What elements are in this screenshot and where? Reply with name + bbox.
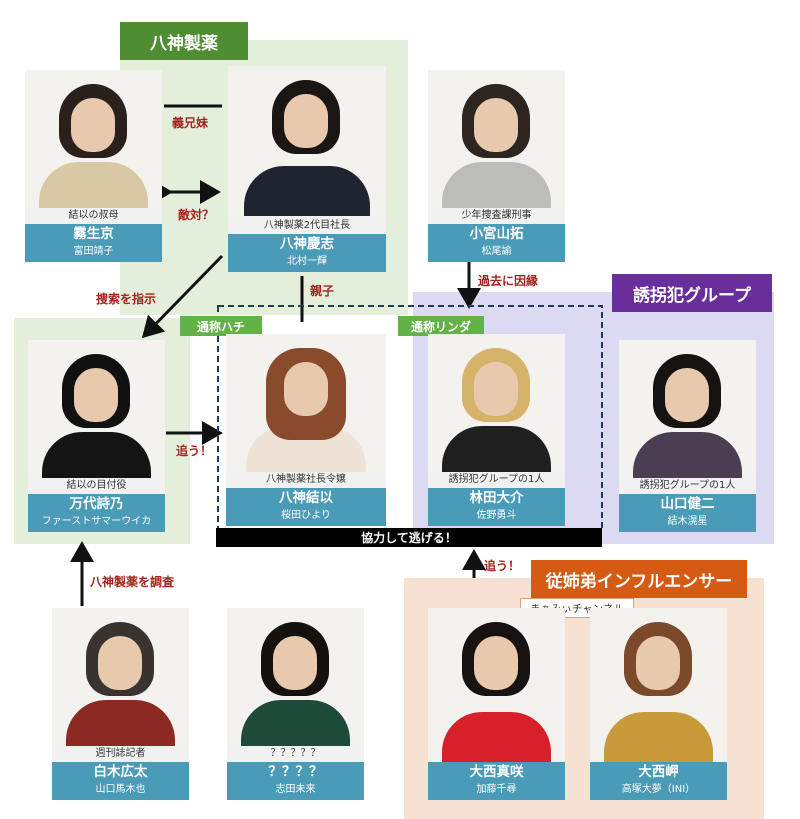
actor-name: 佐野勇斗 [476, 510, 517, 521]
influencer-group-label: 従姉弟インフルエンサー [531, 560, 747, 598]
character-role: 結以の目付役 [28, 478, 165, 494]
kidnap-group-label: 誘拐犯グループ [612, 274, 772, 312]
relation-ou-1: 追う！ [176, 444, 213, 458]
character-name: 白木広太 [93, 764, 148, 780]
character-name: ？？？？ [268, 764, 323, 780]
relation-ou-2: 追う！ [484, 559, 521, 573]
character-name: 万代詩乃 [69, 496, 124, 512]
card-yui: 八神製薬社長令嬢 八神結以 桜田ひより [226, 334, 386, 526]
portrait-photo [590, 608, 727, 762]
relation-gikyodai: 義兄妹 [172, 116, 209, 130]
character-role: 誘拐犯グループの1人 [428, 472, 565, 488]
portrait-photo [25, 70, 162, 208]
character-name: 山口健二 [660, 496, 715, 512]
name-box: 白木広太 山口馬木也 [52, 762, 189, 800]
name-box: 林田大介 佐野勇斗 [428, 488, 565, 526]
yagami-group-label: 八神製薬 [120, 22, 248, 60]
actor-name: 加藤千尋 [476, 784, 517, 795]
actor-name: 桜田ひより [281, 510, 331, 521]
card-mandai: 結以の目付役 万代詩乃 ファーストサマーウイカ [28, 340, 165, 532]
name-box: 霧生京 富田靖子 [25, 224, 162, 262]
card-hayashida: 誘拐犯グループの1人 林田大介 佐野勇斗 [428, 334, 565, 526]
portrait-photo [52, 608, 189, 746]
character-role: ？？？？？ [227, 746, 364, 762]
card-maami: 大西真咲 加藤千尋 [428, 608, 565, 800]
character-role: 八神製薬社長令嬢 [226, 472, 386, 488]
card-keishi: 八神製薬2代目社長 八神慶志 北村一輝 [228, 66, 386, 272]
character-name: 大西岬 [638, 764, 679, 780]
actor-name: 志田未来 [275, 784, 316, 795]
portrait-photo [226, 334, 386, 472]
portrait-photo [428, 70, 565, 208]
character-name: 霧生京 [73, 226, 114, 242]
character-role: 結以の叔母 [25, 208, 162, 224]
portrait-photo [428, 608, 565, 762]
relation-sousaku: 捜索を指示 [96, 292, 157, 306]
name-box: 小宮山拓 松尾諭 [428, 224, 565, 262]
portrait-photo [428, 334, 565, 472]
actor-name: 高塚大夢（INI） [621, 784, 696, 795]
card-mii: 大西岬 高塚大夢（INI） [590, 608, 727, 800]
character-role: 誘拐犯グループの1人 [619, 478, 756, 494]
relation-tekitai: 敵対？ [178, 208, 215, 222]
kyouryoku-bar: 協力して逃げる！ [216, 528, 602, 547]
card-unknown: ？？？？？ ？？？？ 志田未来 [227, 608, 364, 800]
relation-chousa: 八神製薬を調査 [90, 575, 175, 589]
actor-name: 結木滉星 [667, 516, 708, 527]
name-box: 大西真咲 加藤千尋 [428, 762, 565, 800]
name-box: 八神結以 桜田ひより [226, 488, 386, 526]
nickname-linda: 通称リンダ [398, 316, 484, 336]
portrait-photo [619, 340, 756, 478]
portrait-photo [28, 340, 165, 478]
name-box: ？？？？ 志田未来 [227, 762, 364, 800]
character-name: 八神結以 [279, 490, 333, 506]
sousaku-arrow [141, 254, 224, 339]
card-yamaguchi: 誘拐犯グループの1人 山口健二 結木滉星 [619, 340, 756, 532]
actor-name: 富田靖子 [73, 246, 114, 257]
actor-name: 北村一輝 [287, 256, 327, 267]
portrait-photo [227, 608, 364, 746]
actor-name: ファーストサマーウイカ [41, 516, 152, 527]
name-box: 大西岬 高塚大夢（INI） [590, 762, 727, 800]
card-komiya: 少年捜査課刑事 小宮山拓 松尾諭 [428, 70, 565, 262]
relation-kako: 過去に因縁 [478, 274, 539, 288]
relation-oyako: 親子 [310, 284, 335, 298]
character-role: 少年捜査課刑事 [428, 208, 565, 224]
name-box: 万代詩乃 ファーストサマーウイカ [28, 494, 165, 532]
character-role: 八神製薬2代目社長 [228, 218, 386, 234]
card-kiryu: 結以の叔母 霧生京 富田靖子 [25, 70, 162, 262]
character-name: 大西真咲 [469, 764, 524, 780]
character-name: 小宮山拓 [469, 226, 524, 242]
actor-name: 山口馬木也 [95, 784, 146, 795]
card-shiraki: 週刊誌記者 白木広太 山口馬木也 [52, 608, 189, 800]
character-name: 八神慶志 [280, 236, 334, 252]
actor-name: 松尾諭 [481, 246, 512, 257]
name-box: 山口健二 結木滉星 [619, 494, 756, 532]
name-box: 八神慶志 北村一輝 [228, 234, 386, 272]
portrait-photo [228, 66, 386, 218]
character-role: 週刊誌記者 [52, 746, 189, 762]
nickname-hachi: 通称ハチ [180, 316, 262, 336]
character-name: 林田大介 [469, 490, 524, 506]
